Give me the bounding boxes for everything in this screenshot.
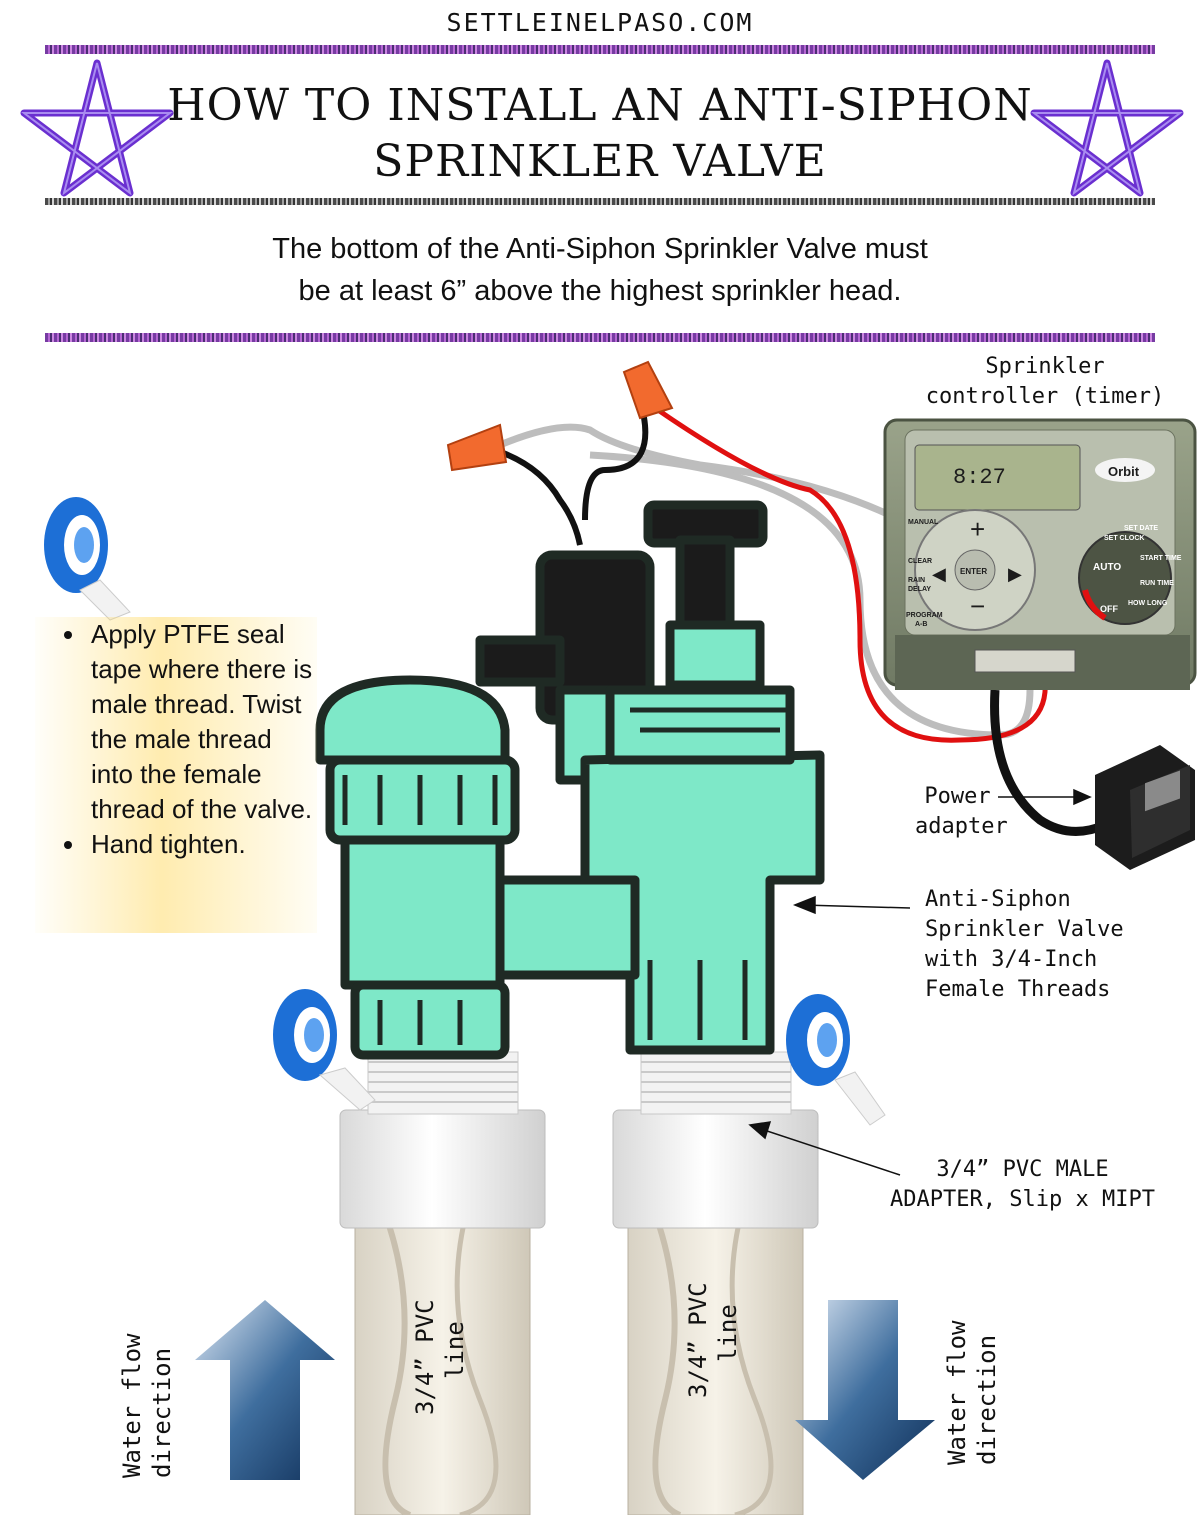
pvc-pipe-right <box>627 1189 804 1515</box>
adapter-label-line-2: ADAPTER, Slip x MIPT <box>890 1187 1155 1212</box>
male-adapter-right <box>612 1051 819 1229</box>
subtitle: The bottom of the Anti-Siphon Sprinkler … <box>150 228 1050 312</box>
instructions-box: Apply PTFE seal tape where there is male… <box>35 617 317 933</box>
purple-divider-top <box>45 45 1155 54</box>
wire-nut-left-icon <box>446 423 508 472</box>
pvc-left-line-1: 3/4” PVC <box>411 1299 439 1415</box>
power-label-line-1: Power <box>924 784 991 809</box>
flow-left-line-2: direction <box>148 1347 176 1478</box>
grey-divider <box>45 198 1155 205</box>
valve-illustration: 8:27 Orbit ENTER + − ◀ ▶ MANUAL CLEAR RA… <box>44 360 1197 1515</box>
timer-off-label: OFF <box>1100 604 1118 614</box>
page-title: HOW TO INSTALL AN ANTI-SIPHON SPRINKLER … <box>150 78 1050 190</box>
male-adapter-left <box>339 1051 546 1229</box>
instruction-item: Apply PTFE seal tape where there is male… <box>87 617 317 827</box>
adapter-label: 3/4” PVC MALE ADAPTER, Slip x MIPT <box>865 1155 1180 1215</box>
timer-plus-icon: + <box>970 514 985 544</box>
wire-nut-right-icon <box>622 360 674 420</box>
flow-right-line-2: direction <box>973 1334 1001 1465</box>
valve-label-line-1: Anti-Siphon <box>925 887 1071 912</box>
water-flow-left-label: Water flow direction <box>117 1334 177 1479</box>
power-adapter-icon <box>1095 745 1195 870</box>
timer-minus-icon: − <box>970 591 985 621</box>
timer-auto-label: AUTO <box>1093 562 1121 573</box>
water-flow-right-label: Water flow direction <box>942 1321 1002 1466</box>
title-line-1: HOW TO INSTALL AN ANTI-SIPHON <box>167 80 1033 131</box>
timer-right-icon: ▶ <box>1008 564 1022 584</box>
instruction-item: Hand tighten. <box>87 827 317 862</box>
title-line-2: SPRINKLER VALVE <box>373 136 827 187</box>
pentagram-right-icon <box>1030 59 1184 197</box>
adapter-label-line-1: 3/4” PVC MALE <box>936 1157 1109 1182</box>
subtitle-line-2: be at least 6” above the highest sprinkl… <box>298 275 902 307</box>
valve-label: Anti-Siphon Sprinkler Valve with 3/4-Inc… <box>925 885 1185 1005</box>
pvc-line-left-label: 3/4” PVC line <box>410 1299 470 1415</box>
pvc-line-right-label: 3/4” PVC line <box>683 1282 743 1398</box>
flow-left-line-1: Water flow <box>118 1333 146 1479</box>
pvc-left-line-2: line <box>441 1321 469 1379</box>
timer-brand: Orbit <box>1108 464 1140 479</box>
site-name: SETTLEINELPASO.COM <box>446 8 754 37</box>
water-flow-down-arrow-icon <box>795 1300 935 1480</box>
ptfe-tape-roll-top-icon <box>44 497 131 621</box>
timer-rain-label: RAIN <box>908 577 925 584</box>
power-label-line-2: adapter <box>915 814 1008 839</box>
timer-display-time: 8:27 <box>953 465 1006 490</box>
timer-left-icon: ◀ <box>932 564 946 584</box>
timer-enter-label: ENTER <box>960 567 987 576</box>
timer-setclock-label: SET CLOCK <box>1104 535 1144 542</box>
water-flow-up-arrow-icon <box>195 1300 335 1480</box>
pvc-right-line-2: line <box>714 1304 742 1362</box>
controller-label: Sprinkler controller (timer) <box>900 352 1190 412</box>
timer-clear-label: CLEAR <box>908 558 932 565</box>
flow-right-line-1: Water flow <box>943 1320 971 1466</box>
controller-label-line-2: controller (timer) <box>925 384 1165 409</box>
valve-label-line-3: with 3/4-Inch <box>925 947 1098 972</box>
anti-siphon-valve <box>315 500 825 1060</box>
valve-label-line-2: Sprinkler Valve <box>925 917 1124 942</box>
timer-manual-label: MANUAL <box>908 519 939 526</box>
sprinkler-controller <box>883 418 1197 690</box>
ptfe-tape-roll-right-icon <box>786 994 886 1126</box>
ptfe-tape-roll-left-icon <box>273 989 376 1111</box>
subtitle-line-1: The bottom of the Anti-Siphon Sprinkler … <box>272 233 928 265</box>
power-adapter-label: Power adapter <box>915 782 1008 842</box>
pentagram-left-icon <box>20 59 174 197</box>
timer-program-label: PROGRAM <box>906 612 943 619</box>
valve-label-line-4: Female Threads <box>925 977 1111 1002</box>
pvc-pipe-left <box>354 1189 531 1515</box>
timer-delay-label: DELAY <box>908 586 931 593</box>
purple-divider-bottom <box>45 333 1155 342</box>
pvc-right-line-1: 3/4” PVC <box>684 1282 712 1398</box>
timer-runtime-label: RUN TIME <box>1140 580 1174 587</box>
timer-ab-label: A-B <box>915 621 927 628</box>
controller-label-line-1: Sprinkler <box>985 354 1105 379</box>
timer-setdate-label: SET DATE <box>1124 525 1158 532</box>
timer-starttime-label: START TIME <box>1140 555 1182 562</box>
timer-howlong-label: HOW LONG <box>1128 600 1168 607</box>
